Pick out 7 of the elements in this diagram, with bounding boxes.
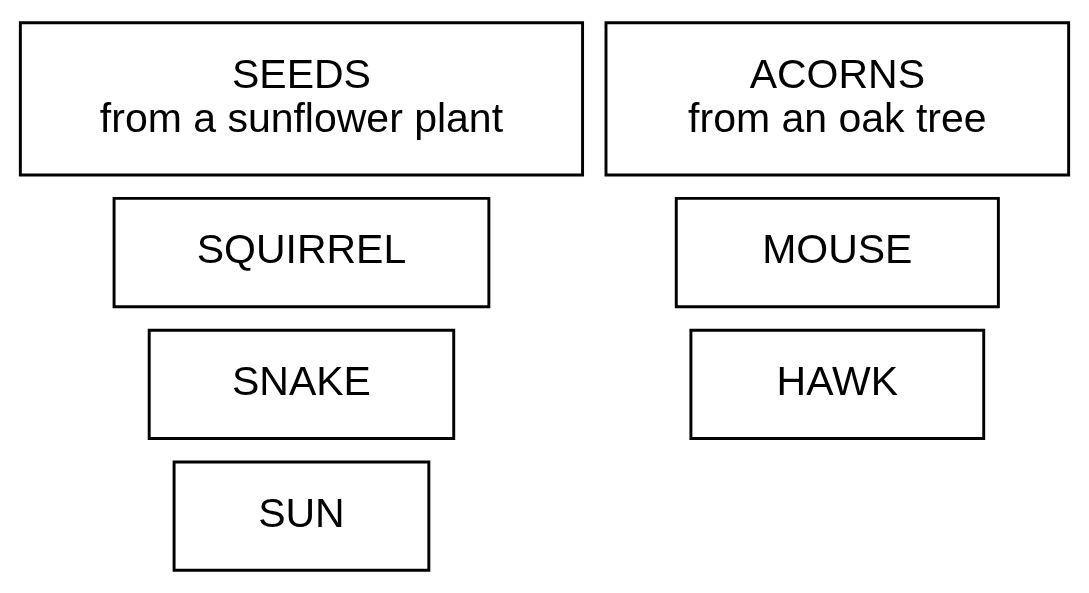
node-box: HAWK	[689, 328, 986, 440]
node-box: SUN	[172, 460, 431, 572]
node-box: SNAKE	[147, 328, 456, 440]
node-box: ACORNS from an oak tree	[604, 21, 1071, 177]
node-box: SQUIRREL	[112, 196, 491, 309]
node-box: SEEDS from a sunflower plant	[18, 21, 585, 177]
node-box: MOUSE	[674, 196, 1000, 309]
